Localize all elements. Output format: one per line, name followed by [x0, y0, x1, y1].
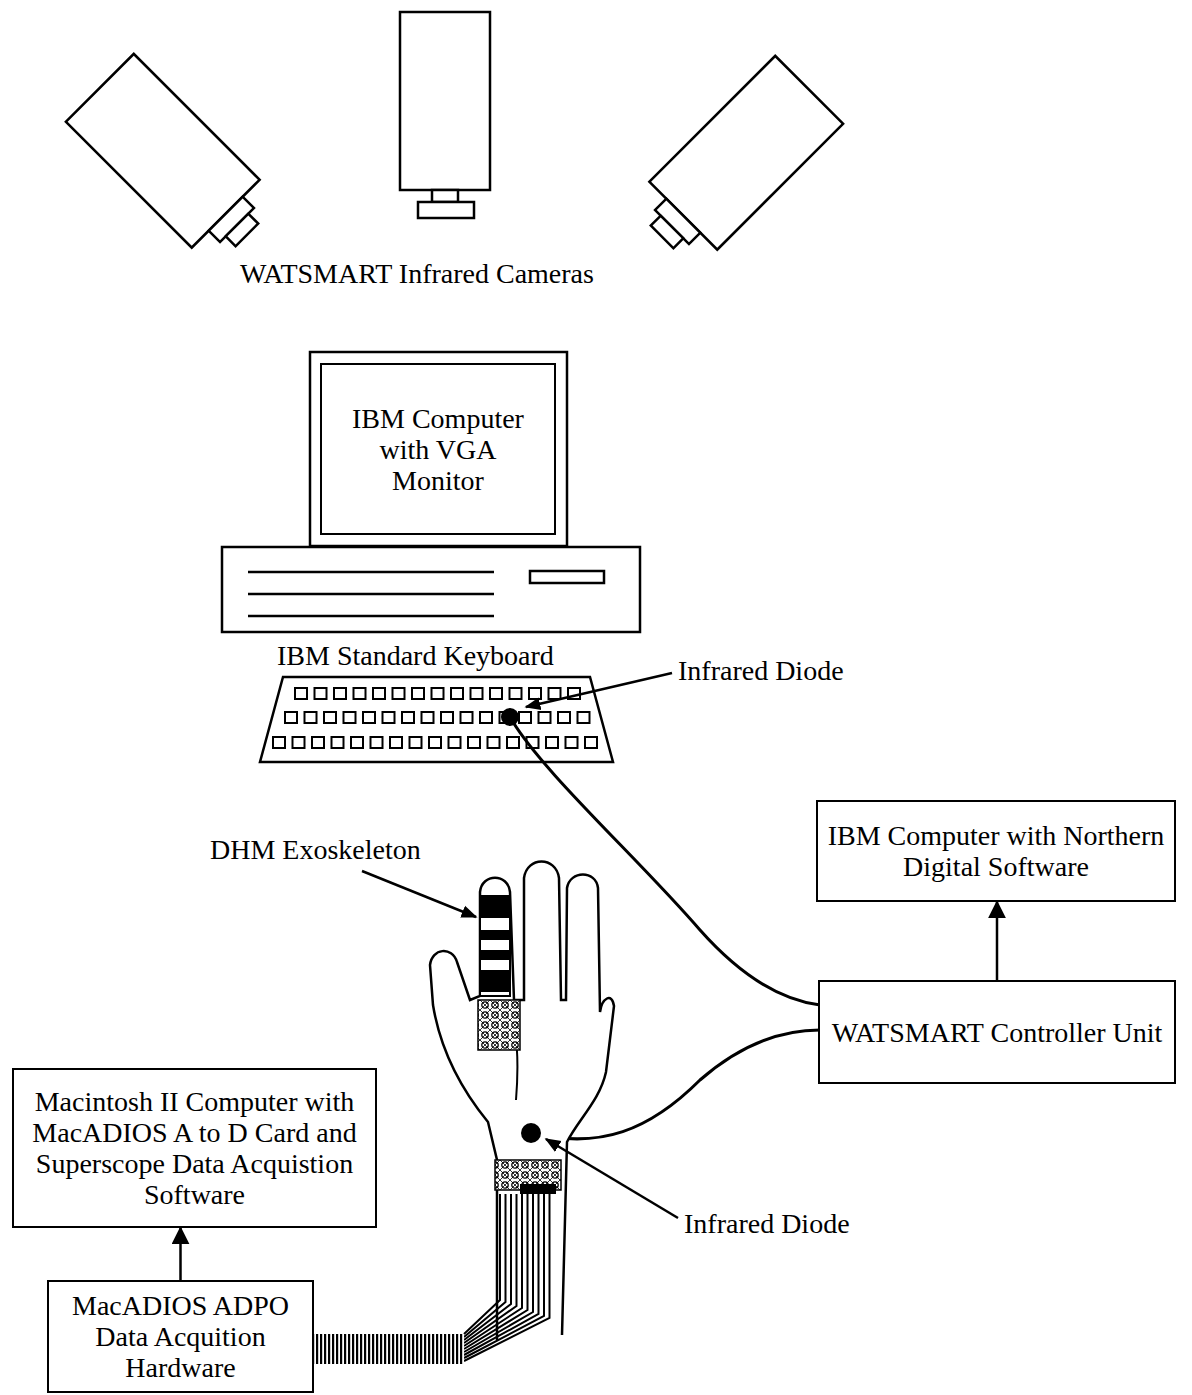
- monitor-frame: [310, 352, 567, 546]
- ribbon-wire: [464, 1194, 500, 1334]
- key: [529, 688, 541, 699]
- callout-label: Infrared Diode: [678, 655, 844, 687]
- key: [373, 688, 385, 699]
- key: [412, 688, 424, 699]
- key: [432, 688, 444, 699]
- key: [315, 688, 327, 699]
- box-text: MacADIOS ADPO Data Acquition Hardware: [53, 1290, 308, 1383]
- key: [449, 737, 461, 748]
- keyboard: [260, 677, 613, 762]
- key: [305, 712, 317, 723]
- key: [293, 737, 305, 748]
- key: [471, 688, 483, 699]
- key: [422, 712, 434, 723]
- leader-line: [362, 871, 476, 917]
- key: [480, 712, 492, 723]
- ribbon-wire: [464, 1194, 506, 1337]
- camera: [400, 12, 490, 218]
- key: [334, 688, 346, 699]
- key: [402, 712, 414, 723]
- key: [507, 737, 519, 748]
- box-text: IBM Computer with VGA Monitor: [334, 403, 542, 496]
- callout-label: Infrared Diode: [684, 1208, 850, 1240]
- key: [383, 712, 395, 723]
- leader-line: [526, 673, 672, 707]
- key: [488, 737, 500, 748]
- key: [344, 712, 356, 723]
- key: [351, 737, 363, 748]
- infrared-diode: [501, 708, 519, 726]
- key: [519, 712, 531, 723]
- key: [566, 737, 578, 748]
- box-text: Macintosh II Computer with MacADIOS A to…: [18, 1086, 371, 1210]
- leader-line: [546, 1139, 678, 1218]
- key: [332, 737, 344, 748]
- key: [546, 737, 558, 748]
- key: [490, 688, 502, 699]
- drive-slot: [530, 571, 604, 583]
- key: [393, 688, 405, 699]
- key: [539, 712, 551, 723]
- process-box: MacADIOS ADPO Data Acquition Hardware: [47, 1280, 314, 1393]
- process-box: IBM Computer with Northern Digital Softw…: [816, 800, 1176, 902]
- process-box: WATSMART Controller Unit: [818, 980, 1176, 1084]
- infrared-diode: [521, 1123, 541, 1143]
- exoskeleton: [478, 896, 520, 1050]
- ribbon-wire: [464, 1194, 539, 1355]
- key: [295, 688, 307, 699]
- key: [410, 737, 422, 748]
- arrow-connector: [996, 902, 999, 980]
- key: [451, 688, 463, 699]
- key: [468, 737, 480, 748]
- arrow-connector: [179, 1228, 182, 1280]
- monitor-screen: IBM Computer with VGA Monitor: [320, 363, 556, 535]
- key: [549, 688, 561, 699]
- process-box: Macintosh II Computer with MacADIOS A to…: [12, 1068, 377, 1228]
- camera: [628, 56, 843, 271]
- ribbon-cable: [464, 1194, 550, 1361]
- key: [461, 712, 473, 723]
- box-text: WATSMART Controller Unit: [832, 1017, 1163, 1048]
- connector: [520, 1184, 556, 1194]
- key: [510, 688, 522, 699]
- key: [441, 712, 453, 723]
- box-text: IBM Computer with Northern Digital Softw…: [822, 820, 1170, 882]
- caption-label: WATSMART Infrared Cameras: [240, 258, 594, 290]
- key: [371, 737, 383, 748]
- key: [285, 712, 297, 723]
- key: [354, 688, 366, 699]
- callout-label: DHM Exoskeleton: [210, 834, 421, 866]
- key: [273, 737, 285, 748]
- key: [558, 712, 570, 723]
- computer-case: [222, 547, 640, 632]
- key: [578, 712, 590, 723]
- key: [585, 737, 597, 748]
- key: [390, 737, 402, 748]
- ribbon-wire: [464, 1194, 511, 1340]
- camera: [66, 54, 281, 269]
- key: [429, 737, 441, 748]
- key: [324, 712, 336, 723]
- ribbon-wire: [464, 1194, 550, 1361]
- key: [312, 737, 324, 748]
- key: [363, 712, 375, 723]
- ribbon-wire: [464, 1194, 544, 1358]
- ribbon-cable: [314, 1334, 464, 1364]
- part-label: IBM Standard Keyboard: [277, 640, 554, 672]
